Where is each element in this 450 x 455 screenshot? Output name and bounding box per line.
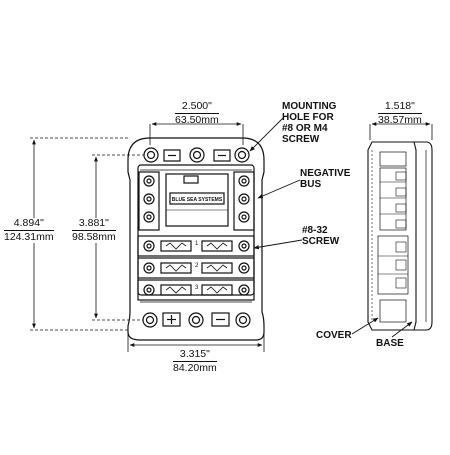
top-mounting-holes (143, 147, 250, 163)
dim-top-width-label: 2.500" 63.50mm (175, 101, 219, 126)
dim-inner-height-mm: 98.58mm (72, 231, 116, 243)
bottom-mounting-holes (142, 312, 251, 328)
svg-text:2: 2 (195, 263, 199, 269)
dim-bottom-width-label: 3.315" 84.20mm (173, 349, 217, 374)
side-base (414, 141, 433, 331)
left-terminal-column (138, 171, 160, 231)
dim-side-depth-label: 1.518" 38.57mm (378, 101, 422, 126)
dim-top-width-mm: 63.50mm (175, 114, 219, 126)
callout-negative-bus: NEGATIVE BUS (300, 168, 351, 190)
callout-leaders (249, 117, 413, 338)
negative-bus-column (233, 171, 255, 231)
callout-base: BASE (376, 338, 404, 349)
dim-inner-height-inch: 3.881" (72, 218, 116, 231)
svg-text:3: 3 (195, 285, 199, 291)
fuse-rows: 1 2 3 (137, 235, 255, 301)
side-view (367, 141, 433, 331)
front-body-outline (127, 137, 265, 341)
callout-screw: #8-32 SCREW (302, 225, 340, 247)
dim-side-depth-mm: 38.57mm (378, 114, 422, 126)
dim-inner-height-label: 3.881" 98.58mm (72, 218, 116, 243)
dimension-lines (30, 122, 433, 352)
brand-plate (169, 192, 225, 205)
dim-overall-height-inch: 4.894" (4, 218, 54, 231)
dim-bottom-width-inch: 3.315" (173, 349, 217, 362)
dim-overall-height-mm: 124.31mm (4, 231, 54, 243)
dim-overall-height-label: 4.894" 124.31mm (4, 218, 54, 243)
callout-mounting-hole: MOUNTING HOLE FOR #8 OR M4 SCREW (282, 101, 337, 145)
svg-text:1: 1 (195, 241, 199, 247)
front-view: 1 2 3 (127, 137, 265, 341)
dim-bottom-width-mm: 84.20mm (173, 362, 217, 374)
brand-text: BLUE SEA SYSTEMS (172, 197, 223, 203)
dim-top-width-inch: 2.500" (175, 101, 219, 114)
dim-side-depth-inch: 1.518" (378, 101, 422, 114)
callout-cover: COVER (316, 330, 352, 341)
